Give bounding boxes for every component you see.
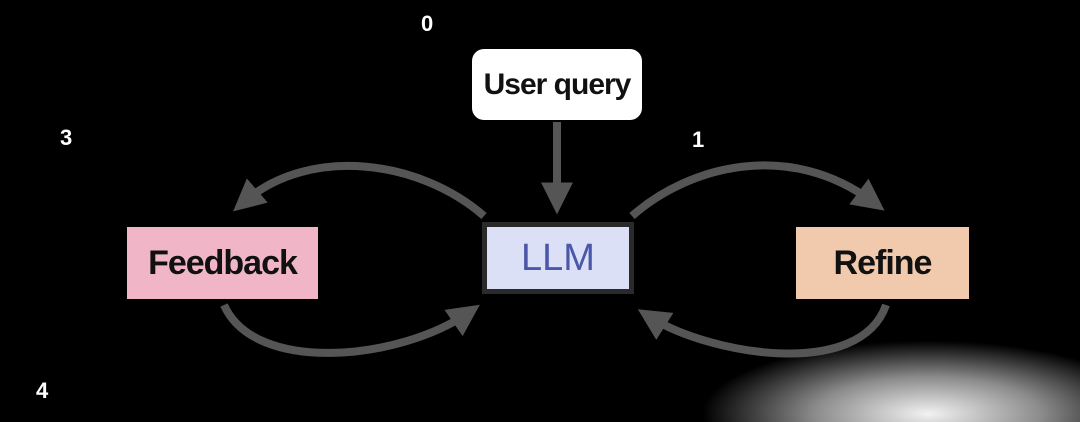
- step-label-0: 0: [421, 11, 434, 36]
- arrow-refine-to-llm: [637, 303, 890, 358]
- step-label-3: 3: [60, 125, 73, 150]
- arrow-feedback-to-llm: [220, 303, 480, 357]
- node-user-query: User query: [472, 49, 642, 120]
- node-refine: Refine: [796, 227, 969, 299]
- node-llm: LLM: [482, 222, 634, 294]
- node-feedback: Feedback: [127, 227, 318, 299]
- step-label-4: 4: [36, 378, 49, 403]
- arrow-llm-to-feedback: [233, 162, 487, 220]
- step-label-1: 1: [692, 127, 705, 152]
- arrow-llm-to-refine: [629, 161, 885, 220]
